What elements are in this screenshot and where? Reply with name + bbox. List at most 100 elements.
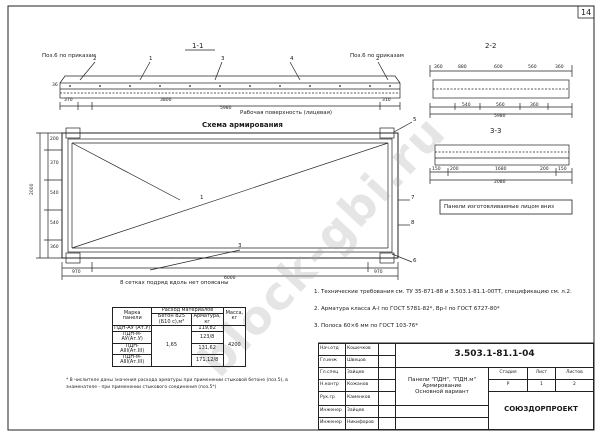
- stamp-role: Гл.спец: [318, 366, 346, 380]
- title-block: Нач.отд Кошечков 3.503.1-81.1-04 Гл.инж …: [318, 343, 595, 431]
- dim-bottom-1: 970: [72, 270, 81, 275]
- marker-3-b: 3: [238, 243, 242, 249]
- document-title: Панели "ПДН", "ПДН.м" Армирование Основн…: [395, 366, 489, 407]
- stamp-name: Кожанов: [345, 378, 379, 392]
- dim-2-2-total: 5980: [494, 114, 506, 119]
- marker-3-a: 3: [221, 56, 225, 62]
- dim-1-1-b: 3800: [160, 98, 172, 103]
- organization: СОЮЗДОРПРОЕКТ: [488, 390, 594, 431]
- marker-6: 6: [413, 258, 417, 264]
- spec-header-mass: Масса, кг: [222, 307, 247, 326]
- sheets-value: 2: [554, 378, 595, 392]
- stage-value: Р: [487, 378, 529, 392]
- dim-2-2-2: 880: [458, 65, 467, 70]
- stage-header: Стадия: [487, 366, 529, 380]
- stamp-role: Гл.инж: [318, 354, 346, 368]
- sheets-header: Листов: [554, 366, 595, 380]
- dim-2-2-6: 540: [462, 103, 471, 108]
- marker-8: 8: [411, 220, 415, 226]
- marker-1-a: 1: [149, 56, 153, 62]
- dim-3-3-3: 1680: [495, 167, 507, 172]
- dim-left-3: 540: [50, 191, 59, 196]
- marker-1-b: 1: [200, 195, 204, 201]
- stamp-role: Инженер: [318, 417, 346, 430]
- spec-mass: 4200: [222, 324, 247, 367]
- spec-concrete: 1,65: [151, 324, 192, 367]
- spec-sub-steel: Арматура, кг: [190, 313, 224, 326]
- stamp-role: Нач.отд: [318, 343, 346, 356]
- dim-1-1-total: 5980: [220, 106, 232, 111]
- scheme-title: Схема армирования: [202, 121, 283, 129]
- marker-2-b: 2: [376, 56, 380, 62]
- spec-row-mark: ПДН-АIII(Ат.III): [111, 342, 153, 355]
- sheet-header: Лист: [527, 366, 556, 380]
- spec-header-mark: Марка панели: [111, 307, 153, 326]
- stamp-name: Зайцев: [345, 366, 379, 380]
- edge-note: 8 сетках подряд вдоль нет опоясаны: [120, 280, 229, 286]
- spec-row-mark: ПДН-м-АУ(Ат.У): [111, 331, 153, 344]
- stamp-name: Кошечков: [345, 343, 379, 356]
- marker-5: 5: [413, 117, 417, 123]
- dim-2-2-8: 360: [530, 103, 539, 108]
- dim-1-1-a: 370: [64, 98, 73, 103]
- spec-row-steel: 131,62: [190, 342, 224, 355]
- marker-7: 7: [411, 195, 415, 201]
- dim-2-2-7: 560: [496, 103, 505, 108]
- title-line-2: Армирование: [422, 383, 462, 390]
- dim-left-1: 200: [50, 137, 59, 142]
- stamp-role: Инженер: [318, 405, 346, 419]
- section-1-1: [59, 49, 401, 110]
- title-line-3: Основной вариант: [415, 389, 469, 396]
- dim-3-3-5: 150: [558, 167, 567, 172]
- spec-sub-concrete: Бетон В25 (Б10 с),м³: [151, 313, 192, 326]
- working-surface-label: Рабочая поверхность (лицевая): [240, 110, 333, 116]
- dim-2-2-4: 560: [528, 65, 537, 70]
- section-2-2: [429, 65, 573, 118]
- stamp-name: Швецов: [345, 354, 379, 368]
- stamp-role: Н.контр: [318, 378, 346, 392]
- note-3: 3. Полоса 60×6 мм по ГОСТ 103-76*: [314, 323, 418, 329]
- dim-1-1-height: 36: [52, 83, 58, 88]
- stamp-name: Никифоров: [345, 417, 379, 430]
- sheet-frame: [7, 5, 595, 431]
- dim-left-total: 2000: [30, 183, 35, 195]
- footnote: * В числителе даны значения расхода арма…: [66, 378, 288, 390]
- dim-3-3-2: 200: [450, 167, 459, 172]
- pos6-left-label: Поз.6 по приказам: [42, 53, 96, 59]
- dim-2-2-1: 360: [434, 65, 443, 70]
- stamp-role: Рук.гр: [318, 390, 346, 407]
- dim-3-3-4: 200: [540, 167, 549, 172]
- document-code: 3.503.1-81.1-04: [395, 343, 594, 368]
- marker-2-a: 2: [93, 56, 97, 62]
- dim-3-3-total: 2080: [494, 180, 506, 185]
- sheet-value: 1: [527, 378, 556, 392]
- spec-row-steel: 171,12/8: [190, 354, 224, 367]
- section-3-3: [429, 144, 573, 215]
- page-number: 14: [581, 8, 592, 17]
- dim-left-5: 360: [50, 245, 59, 250]
- dim-2-2-3: 600: [494, 65, 503, 70]
- marker-4-a: 4: [290, 56, 294, 62]
- dim-3-3-1: 150: [432, 167, 441, 172]
- reinforcement-scheme: [36, 121, 413, 280]
- note-1: 1. Технические требования см. ТУ 35-871-…: [314, 289, 572, 295]
- section-3-3-label: 3-3: [490, 127, 502, 135]
- stamp-name: Каменков: [345, 390, 379, 407]
- dim-left-2: 370: [50, 161, 59, 166]
- dim-bottom-2: 6000: [224, 276, 236, 281]
- dim-bottom-3: 970: [374, 270, 383, 275]
- note-2: 2. Арматура класса А-I по ГОСТ 5781-82*,…: [314, 306, 500, 312]
- spec-table: Марка панели Расход материалов Масса, кг…: [111, 306, 247, 367]
- pos6-right-label: Поз.6 по приказам: [350, 53, 404, 59]
- dim-left-4: 540: [50, 221, 59, 226]
- dim-1-1-c: 310: [382, 98, 391, 103]
- stamp-name: Зайцев: [345, 405, 379, 419]
- spec-row-steel: 123/8: [190, 331, 224, 344]
- section-1-1-label: 1-1: [192, 42, 204, 50]
- title-line-1: Панели "ПДН", "ПДН.м": [408, 377, 476, 384]
- bottom-note: Панели изготовливаемые лицом вниз: [444, 204, 555, 210]
- spec-row-mark: ПДН-м-АIII(Ат.III): [111, 354, 153, 367]
- section-2-2-label: 2-2: [485, 42, 497, 50]
- dim-2-2-5: 360: [555, 65, 564, 70]
